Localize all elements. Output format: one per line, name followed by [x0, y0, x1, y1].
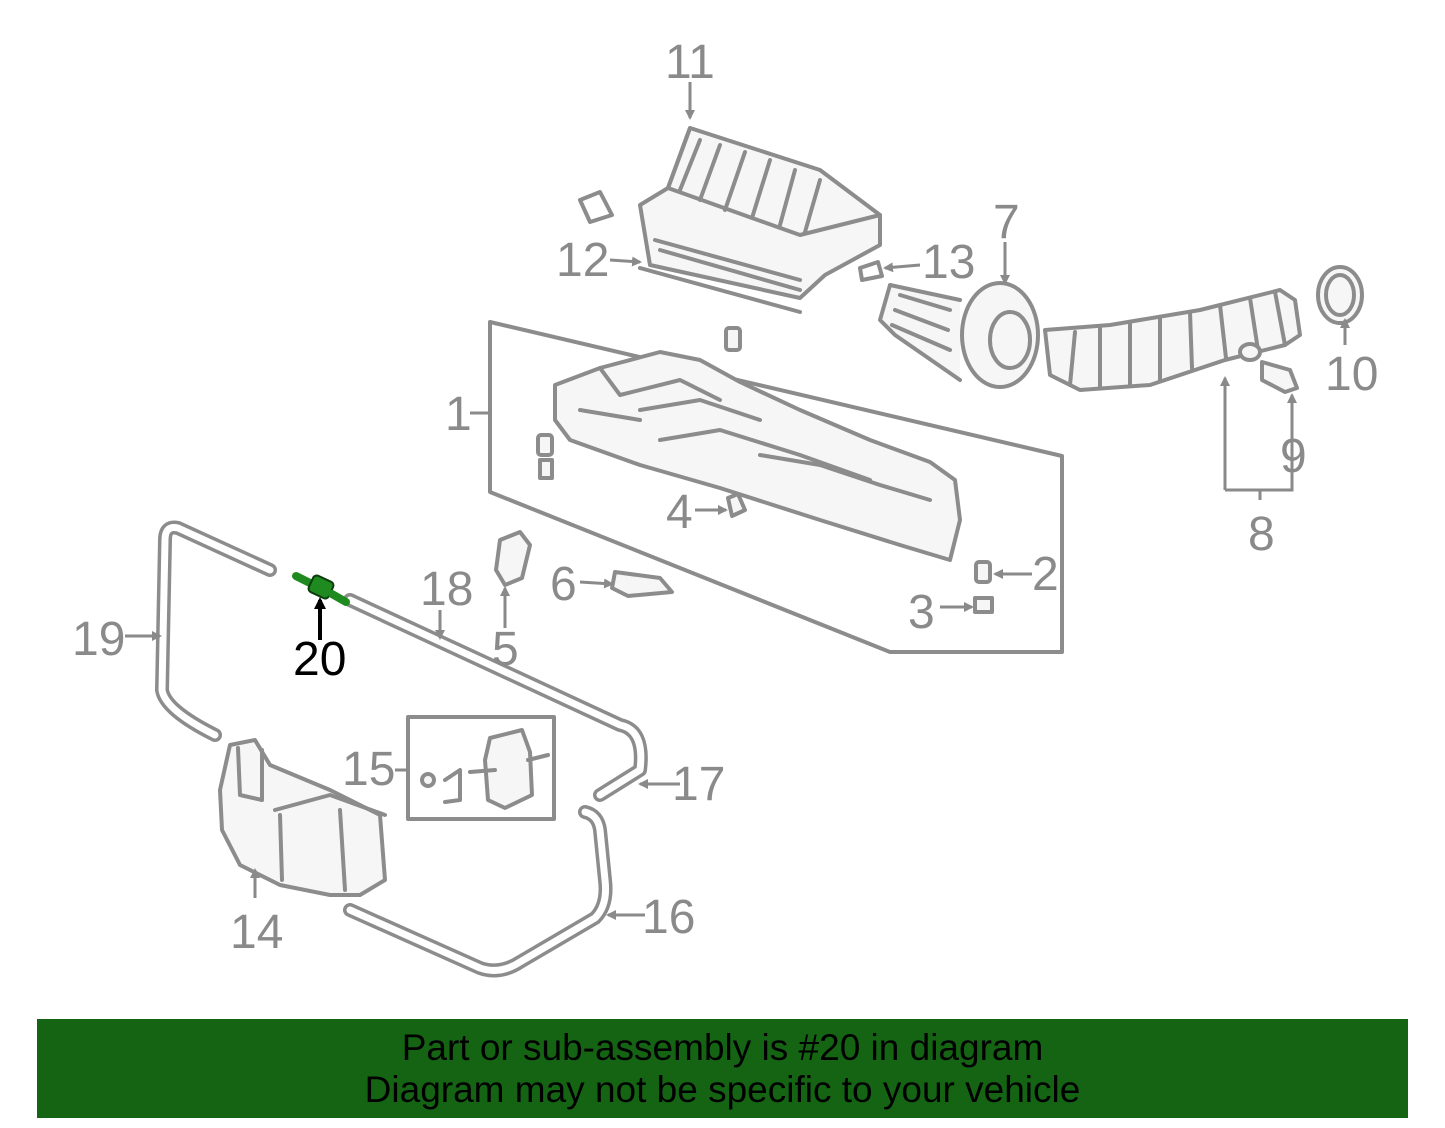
info-banner: Part or sub-assembly is #20 in diagram D… — [37, 1019, 1408, 1118]
air-filter-element — [878, 281, 1040, 389]
hose-19 — [155, 520, 277, 742]
banner-line-disclaimer: Diagram may not be specific to your vehi… — [364, 1069, 1081, 1110]
callout-1: 1 — [445, 388, 472, 441]
callout-12: 12 — [556, 234, 609, 287]
callout-5: 5 — [492, 623, 519, 676]
sensor — [1260, 360, 1299, 394]
callout-6: 6 — [550, 558, 577, 611]
purge-solenoid-box — [406, 715, 556, 821]
charcoal-canister — [218, 738, 387, 897]
callout-19: 19 — [72, 613, 125, 666]
callout-9: 9 — [1280, 430, 1307, 483]
check-valve-highlighted — [292, 572, 350, 606]
hose-18 — [343, 593, 648, 802]
bracket — [494, 530, 532, 587]
callout-13: 13 — [922, 236, 975, 289]
callout-15: 15 — [342, 743, 395, 796]
callout-8: 8 — [1248, 508, 1275, 561]
callout-7: 7 — [993, 196, 1020, 249]
hose-16 — [343, 805, 613, 978]
air-cleaner-cover — [578, 126, 882, 300]
callout-11: 11 — [665, 36, 715, 89]
callout-17: 17 — [672, 758, 725, 811]
callout-20: 20 — [293, 633, 346, 686]
callout-3: 3 — [908, 586, 935, 639]
callout-18: 18 — [420, 563, 473, 616]
clip — [858, 260, 884, 282]
intake-duct — [1043, 288, 1302, 392]
gasket — [638, 266, 802, 314]
banner-line-part: Part or sub-assembly is #20 in diagram — [401, 1027, 1044, 1068]
callout-16: 16 — [642, 891, 695, 944]
callout-2: 2 — [1032, 548, 1059, 601]
hose-clamp — [1316, 265, 1364, 325]
callout-4: 4 — [666, 486, 693, 539]
leader-lines — [125, 82, 1350, 920]
mount-bracket — [610, 570, 674, 598]
callout-10: 10 — [1325, 348, 1378, 401]
callout-14: 14 — [230, 906, 283, 959]
parts-diagram: 11 12 13 7 10 9 8 1 2 3 4 5 6 18 19 20 1… — [72, 36, 1378, 978]
air-cleaner-housing — [488, 320, 1064, 654]
